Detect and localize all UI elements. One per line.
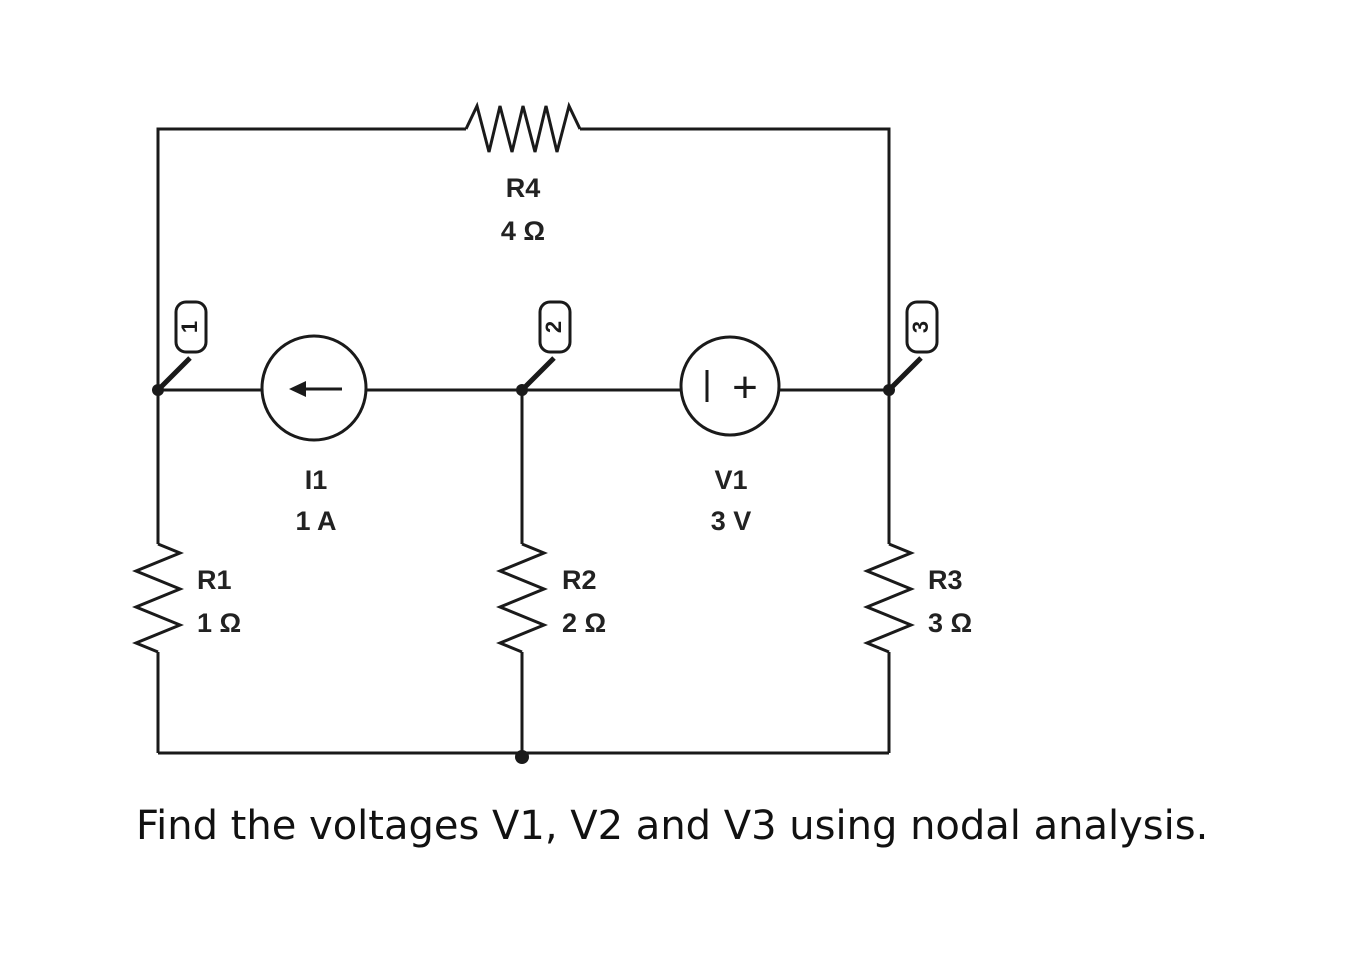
- r4-value-label: 4 Ω: [501, 216, 545, 246]
- resistor-r4: [464, 101, 582, 153]
- i1-name-label: I1: [305, 465, 328, 495]
- r3-value-label: 3 Ω: [928, 608, 972, 638]
- wire-top-right: [580, 127, 891, 390]
- v1-value-label: 3 V: [711, 506, 752, 536]
- current-source-i1: [260, 334, 368, 442]
- svg-text:3: 3: [908, 321, 933, 333]
- r2-name-label: R2: [562, 565, 597, 595]
- svg-text:1: 1: [177, 321, 202, 333]
- voltage-source-v1: +: [679, 335, 781, 437]
- r3-name-label: R3: [928, 565, 963, 595]
- v1-name-label: V1: [714, 465, 747, 495]
- junction-dot-ground: [515, 750, 529, 764]
- node-marker-3: 3: [889, 300, 939, 390]
- node-marker-2: 2: [522, 300, 572, 390]
- plus-sign-icon: +: [732, 363, 758, 412]
- question-text: Find the voltages V1, V2 and V3 using no…: [136, 803, 1209, 849]
- r4-name-label: R4: [506, 173, 541, 203]
- r1-name-label: R1: [197, 565, 232, 595]
- resistor-r2: [496, 542, 548, 654]
- resistor-r3: [863, 542, 915, 654]
- i1-value-label: 1 A: [295, 506, 336, 536]
- r2-value-label: 2 Ω: [562, 608, 606, 638]
- r1-value-label: 1 Ω: [197, 608, 241, 638]
- svg-text:2: 2: [541, 321, 566, 333]
- wire-top-left: [156, 127, 466, 390]
- node-marker-1: 1: [158, 300, 208, 390]
- arrow-head-icon: [289, 381, 306, 397]
- resistor-r1: [132, 542, 184, 654]
